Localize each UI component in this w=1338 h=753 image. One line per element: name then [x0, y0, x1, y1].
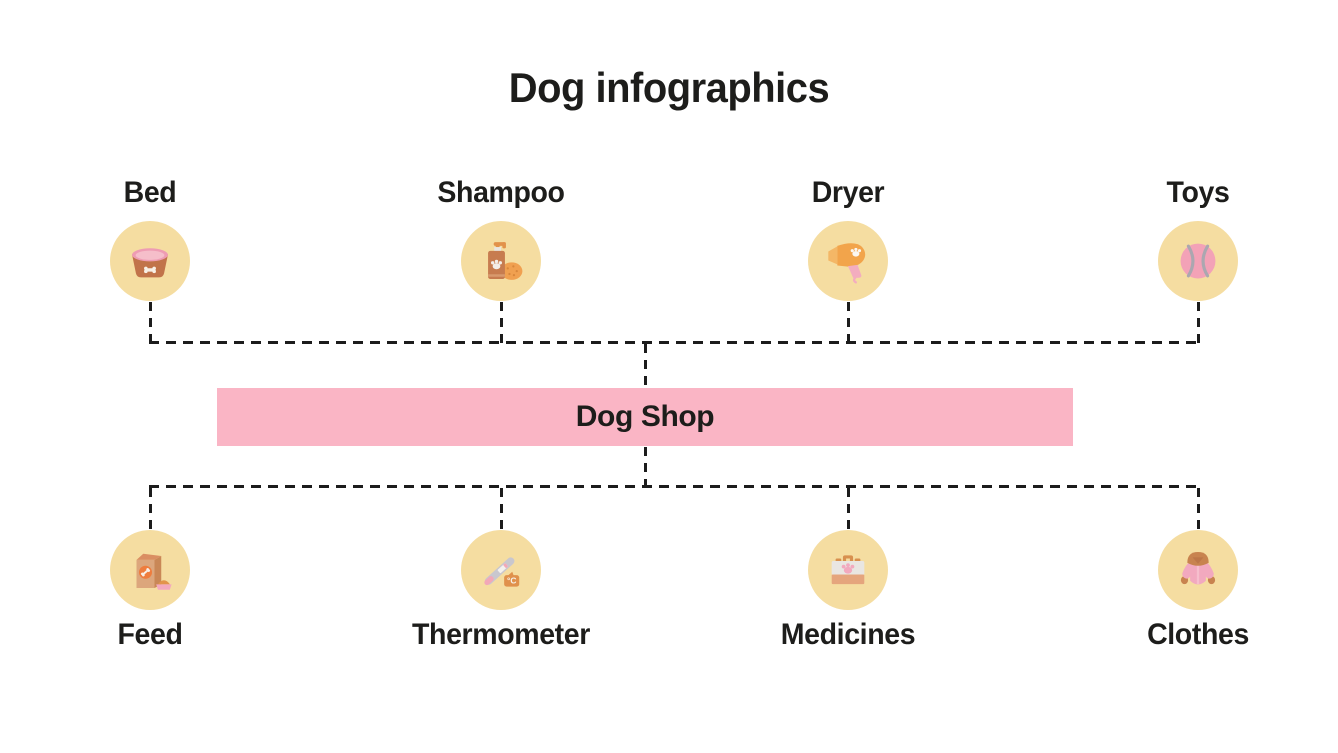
dog-bed-icon: [110, 221, 190, 301]
label-shampoo: Shampoo: [437, 176, 565, 209]
shampoo-bottle-icon: [461, 221, 541, 301]
connector-dryer-stub: [846, 302, 850, 343]
label-medicines: Medicines: [780, 618, 916, 651]
hair-dryer-glyph: [828, 243, 866, 284]
page-title: Dog infographics: [508, 64, 830, 111]
label-dryer: Dryer: [811, 176, 885, 209]
dog-food-glyph: [136, 553, 172, 590]
connector-top-rail: [149, 341, 1199, 344]
dog-coat-glyph: [1180, 552, 1216, 585]
label-clothes: Clothes: [1147, 618, 1249, 651]
connector-bed-stub: [148, 302, 152, 343]
shampoo-glyph: [488, 242, 523, 280]
first-aid-kit-icon: [808, 530, 888, 610]
thermometer-glyph: °C: [484, 557, 520, 587]
label-thermometer: Thermometer: [412, 618, 590, 651]
dog-coat-icon: [1158, 530, 1238, 610]
connector-clothes-stub: [1196, 488, 1200, 530]
connector-top-center: [643, 344, 647, 388]
dog-shop-banner: Dog Shop: [217, 388, 1073, 446]
connector-thermometer-stub: [499, 488, 503, 530]
connector-bottom-center: [643, 447, 647, 486]
first-aid-kit-glyph: [831, 555, 865, 585]
label-feed: Feed: [117, 618, 183, 651]
connector-medicines-stub: [846, 488, 850, 530]
connector-toys-stub: [1196, 302, 1200, 343]
tennis-ball-glyph: [1180, 243, 1216, 279]
tennis-ball-icon: [1158, 221, 1238, 301]
label-bed: Bed: [123, 176, 177, 209]
thermometer-icon: °C: [461, 530, 541, 610]
dog-bed-glyph: [132, 248, 168, 278]
connector-feed-stub: [148, 488, 152, 530]
label-toys: Toys: [1166, 176, 1230, 209]
dog-food-icon: [110, 530, 190, 610]
connector-shampoo-stub: [499, 302, 503, 343]
hair-dryer-icon: [808, 221, 888, 301]
thermometer-unit-text: °C: [507, 576, 516, 586]
connector-bottom-rail: [149, 485, 1199, 488]
dog-shop-banner-label: Dog Shop: [575, 400, 715, 433]
